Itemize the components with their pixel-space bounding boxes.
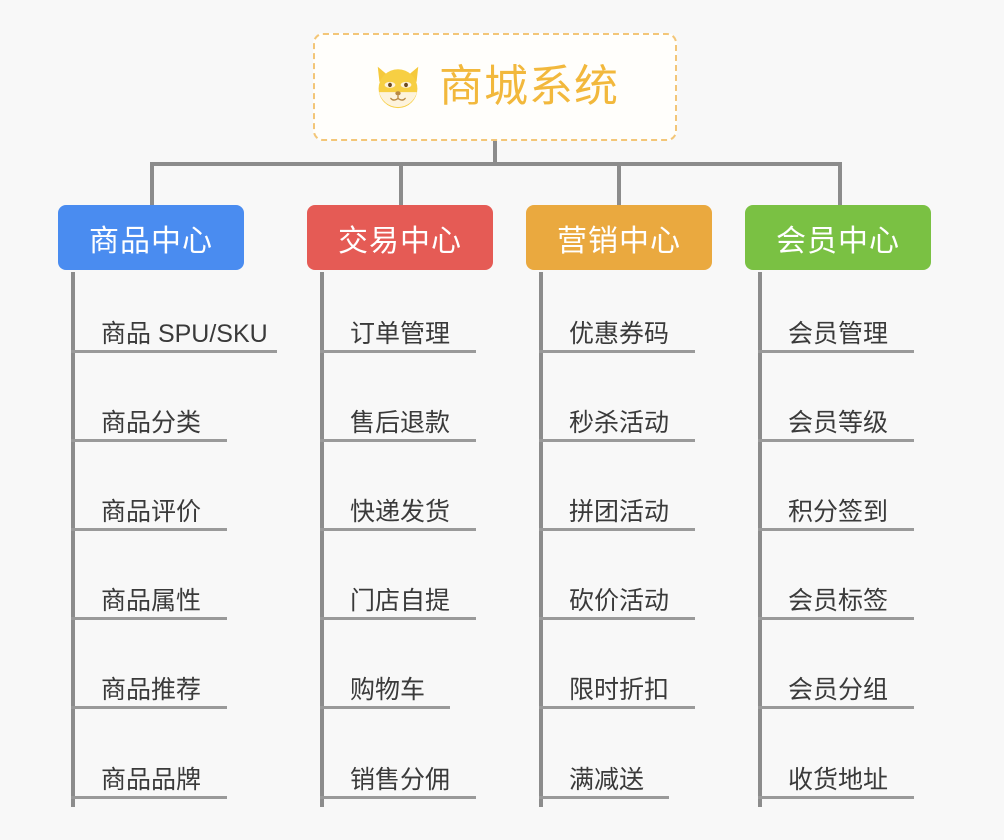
category-header-trade-center[interactable]: 交易中心 xyxy=(307,205,493,270)
leaf-rule xyxy=(71,796,227,799)
leaf-label: 砍价活动 xyxy=(569,586,670,615)
leaf-rule xyxy=(320,617,476,620)
leaf-rule xyxy=(539,350,695,353)
category-header-member-center[interactable]: 会员中心 xyxy=(745,205,931,270)
leaf-rule xyxy=(71,617,227,620)
leaf-rule xyxy=(71,528,227,531)
leaf-label: 会员标签 xyxy=(788,586,889,615)
leaf-label: 限时折扣 xyxy=(569,675,670,704)
leaf-label: 拼团活动 xyxy=(569,497,670,526)
leaf-label: 商品分类 xyxy=(101,408,202,437)
leaf-label: 满减送 xyxy=(569,765,645,794)
leaf-rule xyxy=(320,796,476,799)
leaf-rule xyxy=(758,796,914,799)
category-label: 交易中心 xyxy=(338,224,462,258)
leaf-rule xyxy=(320,439,476,442)
leaf-label: 商品品牌 xyxy=(101,765,202,794)
leaf-label: 收货地址 xyxy=(788,765,889,794)
branch-spine xyxy=(758,272,762,807)
branch-spine xyxy=(539,272,543,807)
leaf-label: 秒杀活动 xyxy=(569,408,670,437)
leaf-rule xyxy=(539,439,695,442)
connector-horizontal-bus xyxy=(150,162,842,166)
leaf-rule xyxy=(539,706,695,709)
category-label: 商品中心 xyxy=(89,224,213,258)
shiba-dog-face-icon xyxy=(377,66,419,109)
leaf-label: 会员管理 xyxy=(788,319,889,348)
branch-spine xyxy=(320,272,324,807)
root-title: 商城系统 xyxy=(439,62,619,111)
leaf-rule xyxy=(71,439,227,442)
leaf-rule xyxy=(71,350,277,353)
leaf-rule xyxy=(71,706,227,709)
leaf-label: 商品评价 xyxy=(101,497,202,526)
leaf-label: 门店自提 xyxy=(350,586,451,615)
connector-drop-member-center xyxy=(838,162,842,207)
leaf-label: 快递发货 xyxy=(350,497,451,526)
leaf-rule xyxy=(320,350,476,353)
leaf-rule xyxy=(539,796,669,799)
leaf-label: 会员分组 xyxy=(788,675,889,704)
root-node[interactable]: 商城系统 xyxy=(313,33,677,141)
leaf-rule xyxy=(539,528,695,531)
leaf-rule xyxy=(539,617,695,620)
connector-drop-product-center xyxy=(150,162,154,207)
leaf-label: 销售分佣 xyxy=(350,765,451,794)
leaf-rule xyxy=(758,439,914,442)
leaf-label: 积分签到 xyxy=(788,497,889,526)
category-header-marketing-center[interactable]: 营销中心 xyxy=(526,205,712,270)
branch-spine xyxy=(71,272,75,807)
leaf-rule xyxy=(758,350,914,353)
leaf-label: 会员等级 xyxy=(788,408,889,437)
leaf-label: 优惠券码 xyxy=(569,319,670,348)
connector-drop-marketing-center xyxy=(617,162,621,207)
connector-drop-trade-center xyxy=(399,162,403,207)
connector-root-stem xyxy=(493,141,497,164)
leaf-label: 商品属性 xyxy=(101,586,202,615)
category-label: 营销中心 xyxy=(557,224,681,258)
leaf-rule xyxy=(758,706,914,709)
category-header-product-center[interactable]: 商品中心 xyxy=(58,205,244,270)
leaf-rule xyxy=(320,528,476,531)
leaf-label: 订单管理 xyxy=(350,319,451,348)
leaf-label: 商品 SPU/SKU xyxy=(101,319,268,348)
leaf-rule xyxy=(758,617,914,620)
leaf-label: 售后退款 xyxy=(350,408,451,437)
leaf-rule xyxy=(320,706,450,709)
leaf-rule xyxy=(758,528,914,531)
category-label: 会员中心 xyxy=(776,224,900,258)
leaf-label: 商品推荐 xyxy=(101,675,202,704)
leaf-label: 购物车 xyxy=(350,675,426,704)
